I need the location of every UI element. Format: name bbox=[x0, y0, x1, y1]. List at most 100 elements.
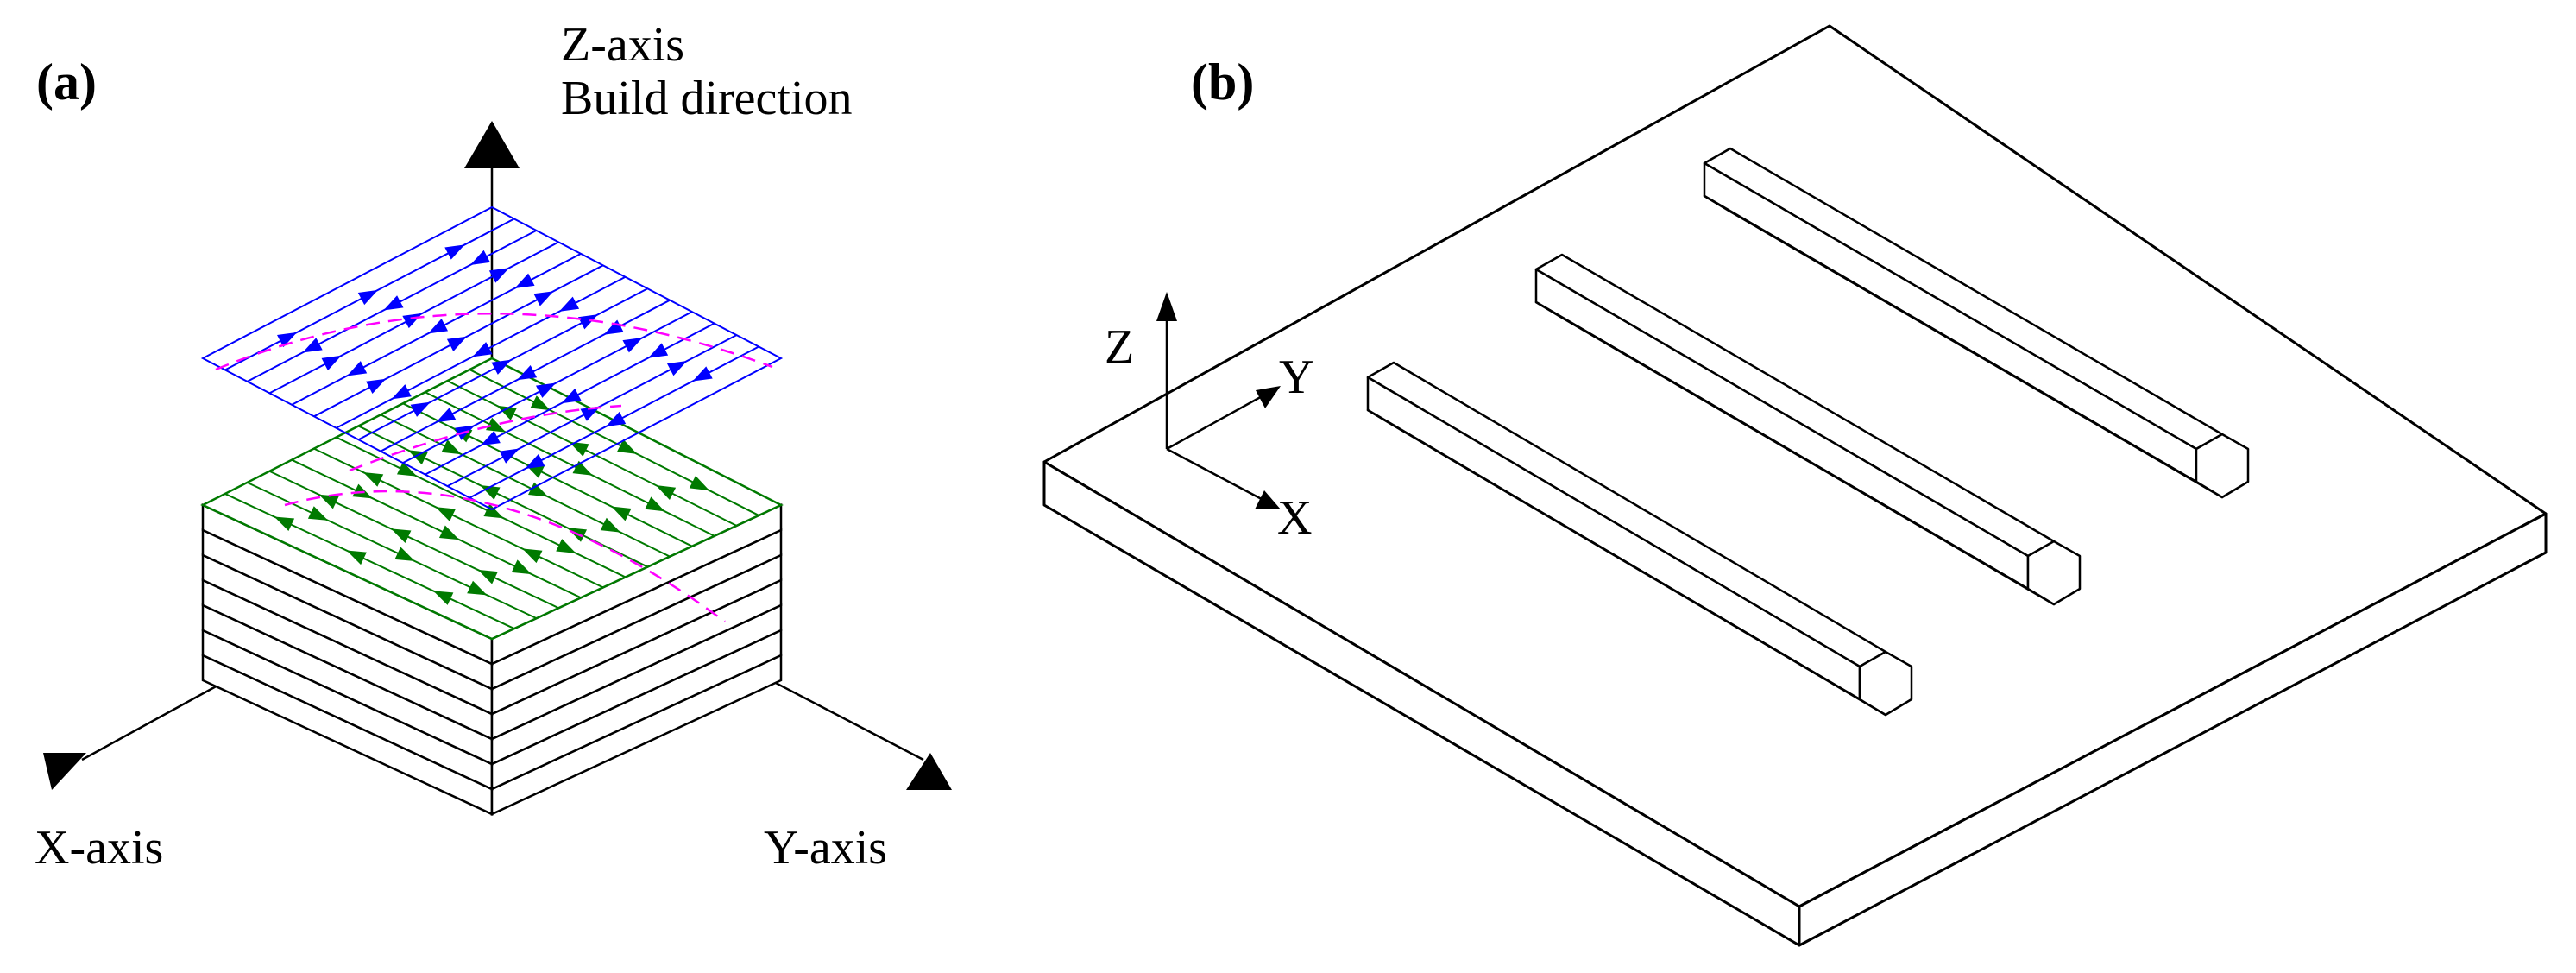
green-layer-outline bbox=[200, 357, 784, 641]
frame-x-arrow-icon bbox=[1255, 490, 1281, 509]
frame-y-line bbox=[1166, 389, 1274, 451]
green-arrow-icon-2-0 bbox=[307, 506, 329, 521]
x-axis-label: X-axis bbox=[35, 821, 163, 875]
green-arrow-icon-12-1 bbox=[617, 439, 638, 454]
green-arrow-icon-1-2 bbox=[274, 516, 295, 532]
green-scan-line-8 bbox=[380, 414, 671, 558]
blue-arrow-icon-7-1 bbox=[491, 359, 512, 375]
blue-arrow-icon-6-0 bbox=[558, 296, 580, 312]
green-arrow-icon-2-2 bbox=[467, 580, 488, 596]
frame-z-arrow-icon bbox=[1156, 292, 1177, 321]
green-arrow-icon-4-1 bbox=[438, 525, 460, 540]
green-arrow-icon-4-2 bbox=[511, 559, 532, 575]
green-arrow-icon-5-0 bbox=[522, 548, 543, 564]
blue-arrow-icon-2-0 bbox=[469, 250, 490, 266]
green-arrow-icon-11-0 bbox=[655, 484, 677, 501]
green-scan-line-6 bbox=[336, 436, 627, 578]
blue-arrow-icon-9-1 bbox=[535, 382, 557, 398]
frame-x-label: X bbox=[1277, 491, 1312, 545]
green-arrow-icon-3-0 bbox=[477, 569, 498, 584]
frame-x-line bbox=[1166, 447, 1274, 507]
blue-arrow-icon-12-2 bbox=[525, 453, 545, 470]
base-plate bbox=[1042, 24, 2548, 947]
magenta-path-blue-layer bbox=[215, 313, 773, 371]
plate-top bbox=[1042, 24, 2548, 908]
green-scan-line-3 bbox=[268, 470, 559, 610]
blue-arrow-icon-7-0 bbox=[577, 314, 599, 330]
green-scan-layer bbox=[200, 357, 784, 641]
blue-arrow-icon-1-1 bbox=[357, 289, 379, 306]
green-arrow-icon-12-0 bbox=[530, 395, 551, 411]
z-axis-label: Z-axis bbox=[561, 18, 684, 72]
frame-z-label: Z bbox=[1105, 320, 1134, 374]
green-arrow-icon-9-0 bbox=[611, 506, 632, 521]
green-arrow-icon-1-1 bbox=[346, 550, 367, 565]
blue-arrow-icon-2-1 bbox=[383, 295, 404, 311]
green-arrow-icon-12-2 bbox=[689, 476, 710, 491]
layer-stack bbox=[201, 503, 783, 816]
blue-arrow-icon-3-2 bbox=[321, 355, 342, 371]
blue-arrow-icon-9-0 bbox=[622, 338, 643, 353]
blue-arrow-icon-8-0 bbox=[603, 319, 624, 335]
build-direction-label: Build direction bbox=[561, 72, 853, 125]
magenta-path-lower bbox=[284, 490, 726, 623]
green-scan-line-2 bbox=[247, 481, 537, 620]
blue-arrow-icon-5-2 bbox=[366, 378, 387, 394]
blue-arrow-icon-12-1 bbox=[605, 411, 627, 427]
magenta-dashed-paths bbox=[215, 313, 773, 623]
green-scan-line-5 bbox=[313, 447, 604, 589]
blue-layer-outline bbox=[200, 205, 784, 511]
green-arrow-icon-8-2 bbox=[600, 517, 621, 533]
blue-arrow-icon-8-1 bbox=[516, 365, 538, 381]
blue-arrow-icon-10-2 bbox=[480, 430, 501, 446]
blue-arrow-icon-6-2 bbox=[391, 384, 412, 400]
rod-3-end-cap bbox=[2195, 433, 2250, 499]
coordinate-frame bbox=[1162, 300, 1274, 507]
blue-arrow-icon-5-1 bbox=[446, 336, 468, 351]
blue-arrow-icon-2-2 bbox=[302, 338, 323, 353]
green-arrow-icon-11-1 bbox=[569, 441, 589, 457]
panel-a-label: (a) bbox=[36, 54, 97, 111]
green-scan-line-10 bbox=[425, 391, 715, 537]
panel-b: (b) Z Y X bbox=[1042, 24, 2548, 947]
blue-arrow-icon-10-0 bbox=[647, 343, 669, 358]
green-arrow-icon-1-0 bbox=[433, 591, 454, 605]
blue-arrow-icon-3-0 bbox=[488, 268, 510, 283]
green-scan-line-1 bbox=[224, 493, 515, 629]
blue-arrow-icon-1-0 bbox=[444, 244, 465, 260]
green-arrow-icon-8-0 bbox=[441, 439, 462, 455]
green-scan-line-12 bbox=[469, 369, 759, 516]
blue-arrow-icon-4-1 bbox=[427, 319, 449, 334]
green-arrow-icon-2-1 bbox=[394, 547, 415, 562]
blue-arrow-icon-6-1 bbox=[472, 342, 493, 357]
blue-arrow-icon-10-1 bbox=[561, 388, 582, 404]
blue-arrow-icon-4-0 bbox=[514, 273, 535, 288]
blue-arrow-icon-8-2 bbox=[436, 408, 457, 423]
blue-arrow-icon-1-2 bbox=[277, 332, 298, 348]
green-arrow-icon-3-1 bbox=[391, 528, 412, 544]
y-axis-label: Y-axis bbox=[764, 821, 887, 875]
magenta-path-green-layer bbox=[349, 404, 622, 472]
rod-2-end-cap bbox=[2026, 540, 2082, 606]
blue-arrow-icon-3-1 bbox=[402, 313, 423, 329]
y-axis-arrow-icon bbox=[906, 753, 952, 790]
blue-arrow-icon-12-0 bbox=[692, 366, 713, 382]
blue-arrow-icon-5-0 bbox=[533, 291, 554, 306]
hexagonal-rods bbox=[1366, 147, 2250, 717]
green-scan-line-11 bbox=[447, 380, 737, 527]
blue-arrow-icon-11-1 bbox=[580, 406, 601, 421]
panel-b-label: (b) bbox=[1191, 54, 1254, 111]
z-axis-arrow-icon bbox=[464, 121, 520, 168]
green-arrow-icon-5-2 bbox=[362, 472, 384, 487]
green-arrow-icon-6-2 bbox=[556, 539, 576, 553]
blue-arrow-icon-11-0 bbox=[667, 360, 688, 376]
green-arrow-icon-10-2 bbox=[645, 496, 665, 512]
green-arrow-icon-5-1 bbox=[435, 507, 456, 521]
green-scan-line-9 bbox=[402, 402, 693, 547]
green-arrow-icon-11-2 bbox=[496, 405, 517, 420]
x-axis-arrow-icon bbox=[43, 753, 86, 790]
blue-arrow-icon-4-2 bbox=[347, 361, 368, 376]
green-arrow-icon-3-2 bbox=[318, 494, 339, 509]
green-arrow-icon-8-1 bbox=[528, 482, 549, 497]
